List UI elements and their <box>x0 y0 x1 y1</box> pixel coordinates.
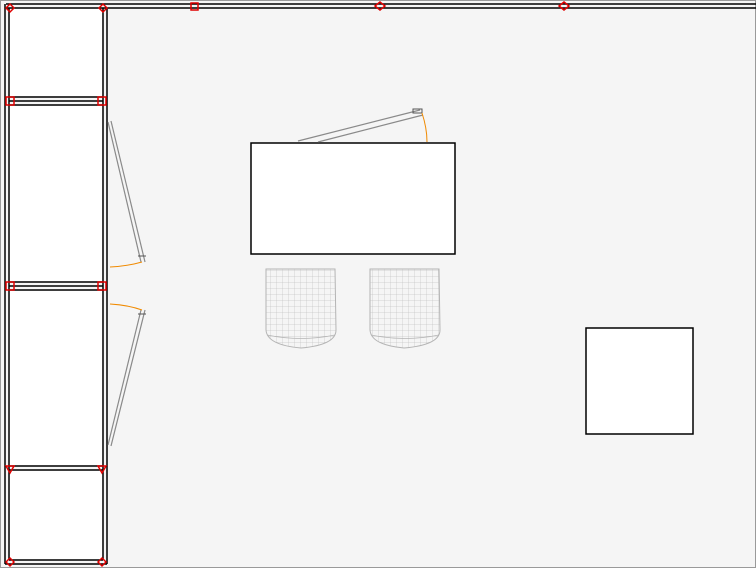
top-wall <box>6 3 756 9</box>
door-2[interactable] <box>107 303 146 447</box>
inner-vertical-wall <box>102 8 108 564</box>
door-swing-arc <box>109 261 143 268</box>
joint-marker[interactable] <box>4 2 16 14</box>
left-wall <box>4 4 10 564</box>
table[interactable] <box>250 142 456 255</box>
door-swing-arc <box>109 303 143 311</box>
joint-marker[interactable] <box>557 1 571 11</box>
joint-marker[interactable] <box>96 556 108 568</box>
partition-wall-2 <box>9 281 103 291</box>
joint-marker[interactable] <box>4 556 16 568</box>
partition-wall-1 <box>9 96 103 106</box>
room-3 <box>10 291 102 465</box>
joint-marker[interactable] <box>97 2 109 14</box>
room-4 <box>10 471 102 559</box>
joint-marker[interactable] <box>97 96 107 106</box>
room-1 <box>10 9 102 96</box>
room-2 <box>10 106 102 281</box>
door-3[interactable] <box>297 108 428 143</box>
joint-marker[interactable] <box>5 96 15 106</box>
joint-marker[interactable] <box>97 281 107 291</box>
cabinet[interactable] <box>585 327 694 435</box>
joint-marker[interactable] <box>96 465 108 475</box>
chair-2[interactable] <box>369 268 441 349</box>
partition-wall-3 <box>9 465 103 471</box>
joint-marker[interactable] <box>5 281 15 291</box>
joint-marker[interactable] <box>373 1 387 11</box>
chair-1[interactable] <box>265 268 337 349</box>
joint-marker[interactable] <box>4 465 16 475</box>
wall-joint-markers <box>4 1 571 568</box>
door-1[interactable] <box>107 120 146 268</box>
bottom-wall <box>5 559 107 565</box>
door-swing-arc <box>421 112 428 143</box>
joint-marker[interactable] <box>190 2 199 11</box>
